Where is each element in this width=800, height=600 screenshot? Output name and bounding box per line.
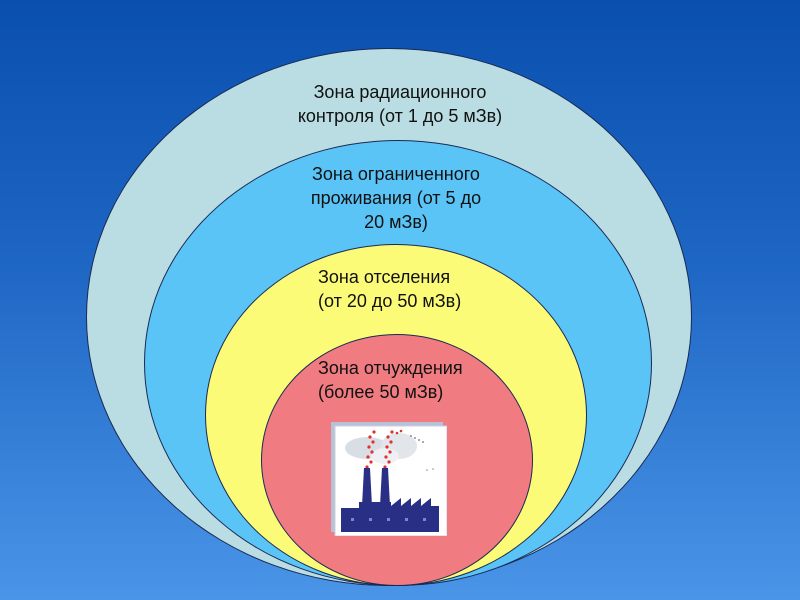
zone-restricted-living-label-line3: 20 мЗв) [364,212,428,232]
zone-radiation-control-label-line1: Зона радиационного [313,82,487,102]
nuclear-plant-icon [331,422,447,536]
zone-restricted-living-label-line2: проживания (от 5 до [310,188,482,208]
zone-exclusion-label: Зона отчуждения (более 50 мЗв) [318,356,463,404]
zone-radiation-control-label: Зона радиационного контроля (от 1 до 5 м… [280,80,520,128]
zone-exclusion-label-line1: Зона отчуждения [318,358,463,378]
zone-restricted-living-label-line1: Зона ограниченного [312,164,480,184]
zone-resettlement-label-line1: Зона отселения [318,267,451,287]
zone-exclusion-label-line2: (более 50 мЗв) [318,382,444,402]
zone-restricted-living-label: Зона ограниченного проживания (от 5 до 2… [286,162,506,234]
zone-resettlement-label-line2: (от 20 до 50 мЗв) [318,291,462,311]
zone-resettlement-label: Зона отселения (от 20 до 50 мЗв) [318,265,461,313]
zone-radiation-control-label-line2: контроля (от 1 до 5 мЗв) [297,106,503,126]
